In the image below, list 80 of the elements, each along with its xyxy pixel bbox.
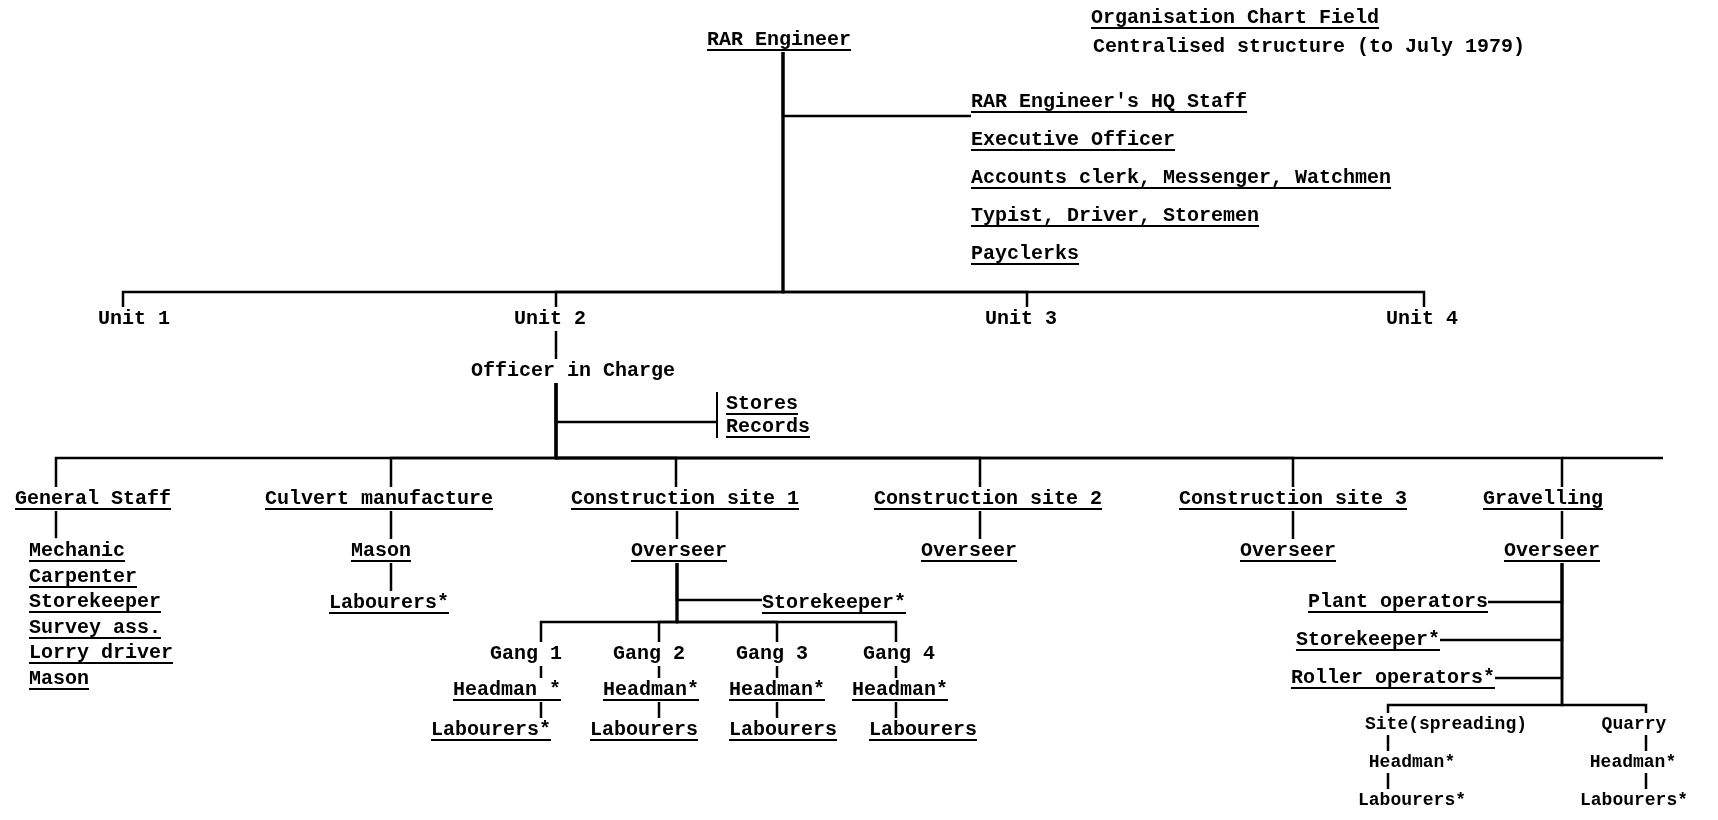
org-line: [554, 383, 1564, 487]
role-label: RAR Engineer's HQ Staff: [971, 89, 1248, 115]
org-line: [1560, 563, 1648, 713]
org-line: [978, 509, 982, 539]
org-line: [389, 509, 393, 539]
role-label: Stores: [726, 391, 798, 415]
role-label: Roller operators*: [1290, 666, 1495, 690]
role-label: Labourers*: [431, 718, 551, 742]
role-label: Carpenter: [29, 563, 138, 590]
role-label: Site(spreading): [1365, 713, 1527, 735]
role-label: Headman *: [453, 678, 561, 702]
org-line: [1386, 771, 1390, 789]
org-line: [1644, 771, 1648, 789]
org-line: [1386, 733, 1390, 751]
role-label: Labourers*: [329, 591, 449, 615]
role-label: Labourers: [869, 718, 977, 742]
role-label: Labourers*: [1358, 789, 1466, 811]
role-label: Overseer: [1240, 539, 1336, 563]
role-label: Mechanic: [29, 538, 125, 564]
unit-label: Unit 2: [514, 307, 586, 331]
bracket-bar: [716, 391, 810, 438]
role-label: Accounts clerk, Messenger, Watchmen: [971, 165, 1392, 191]
role-label: Storekeeper: [29, 589, 162, 615]
role-label: Mason: [351, 539, 411, 563]
unit-label: Unit 3: [985, 307, 1057, 331]
role-label: Labourers*: [1580, 789, 1688, 811]
role-label: Plant operators: [1307, 590, 1488, 614]
role-label: Overseer: [1504, 539, 1600, 563]
role-label: Headman*: [1589, 751, 1677, 773]
subtitle-note: Centralised structure (to July 1979): [1093, 35, 1526, 59]
role-label: Construction site 2: [874, 487, 1103, 511]
org-line: [675, 563, 898, 642]
role-label: Culvert manufacture: [265, 487, 494, 511]
org-line: [54, 509, 58, 539]
unit-label: Unit 4: [1386, 307, 1458, 331]
role-label: Survey ass.: [29, 614, 162, 641]
role-label: Storekeeper*: [1295, 628, 1440, 652]
org-line: [675, 509, 679, 539]
org-line: [657, 700, 661, 718]
role-label: Headman*: [852, 678, 948, 702]
org-line: [1291, 509, 1295, 539]
role-label: Typist, Driver, Storemen: [971, 203, 1260, 229]
org-line: [1560, 509, 1564, 539]
role-label: Gang 1: [490, 642, 562, 666]
role-label: Gang 4: [863, 642, 935, 666]
role-label: Mason: [29, 665, 89, 692]
role-label: Quarry: [1601, 713, 1667, 735]
org-line: [657, 664, 661, 678]
role-label: Gravelling: [1483, 487, 1604, 511]
role-label: Executive Officer: [971, 127, 1176, 153]
org-line: [1644, 733, 1648, 751]
role-label: Gang 3: [736, 642, 808, 666]
role-label: Headman*: [603, 678, 699, 702]
org-line: [775, 664, 779, 678]
org-line: [389, 561, 393, 591]
org-line: [781, 52, 1426, 307]
role-label: Headman*: [729, 678, 825, 702]
role-label: Officer in Charge: [471, 359, 676, 383]
role-label: Labourers: [590, 718, 698, 742]
org-line: [539, 664, 543, 678]
org-line: [894, 700, 898, 718]
role-label: Records: [726, 414, 810, 438]
role-label: Construction site 1: [571, 487, 800, 511]
role-label: Overseer: [631, 539, 727, 563]
org-line: [554, 329, 558, 359]
role-label: Gang 2: [613, 642, 685, 666]
role-label: Construction site 3: [1179, 487, 1408, 511]
role-label: Labourers: [729, 718, 837, 742]
org-line: [894, 664, 898, 678]
role-label: RAR Engineer: [707, 28, 852, 52]
role-label: General Staff: [15, 487, 172, 511]
role-label: Storekeeper*: [762, 591, 907, 615]
role-label: Payclerks: [971, 241, 1080, 267]
org-line: [539, 700, 543, 718]
role-label: Lorry driver: [29, 640, 174, 666]
unit-label: Unit 1: [98, 307, 170, 331]
chart-title: Organisation Chart Field: [1091, 6, 1380, 30]
role-label: Headman*: [1368, 751, 1456, 773]
role-label: Overseer: [921, 539, 1017, 563]
org-line: [775, 700, 779, 718]
